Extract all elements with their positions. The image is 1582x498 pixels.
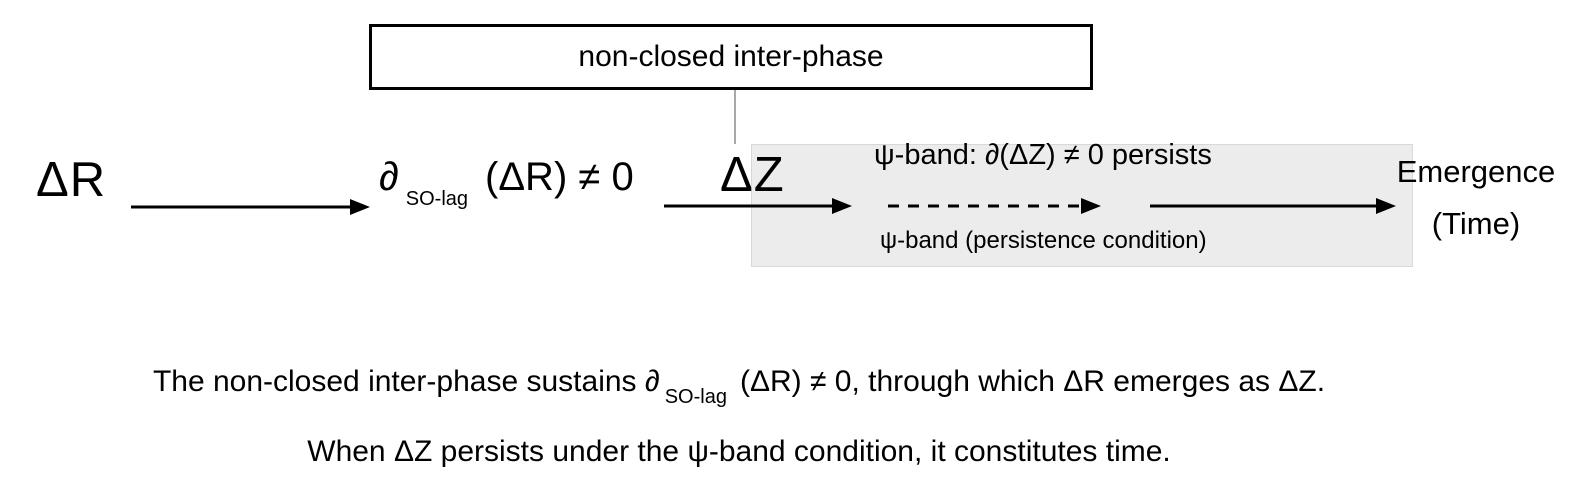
caption-1-pre: The non-closed inter-phase sustains ∂ xyxy=(152,365,660,398)
time-line: (Time) xyxy=(1431,206,1521,241)
so-lag-subscript: SO-lag xyxy=(405,188,469,210)
caption-1-subscript: SO-lag xyxy=(664,386,727,408)
delta-z-label: ΔZ xyxy=(720,148,785,202)
emergence-label: Emergence (Time) xyxy=(1372,146,1580,250)
caption-line-2: When ΔZ persists under the ψ-band condit… xyxy=(307,435,1171,468)
caption-1-post: (ΔR) ≠ 0, through which ΔR emerges as ΔZ… xyxy=(739,365,1326,398)
psi-band-top-label: ψ-band: ∂(ΔZ) ≠ 0 persists xyxy=(874,139,1212,171)
caption-line-1: The non-closed inter-phase sustains ∂SO-… xyxy=(0,364,1478,409)
delta-r-label: ΔR xyxy=(36,153,107,207)
partial-symbol: ∂ xyxy=(379,155,399,199)
non-closed-inter-phase-box: non-closed inter-phase xyxy=(369,24,1093,90)
psi-band-bottom-label: ψ-band (persistence condition) xyxy=(880,227,1207,254)
emergence-line: Emergence xyxy=(1396,154,1556,189)
non-closed-inter-phase-label: non-closed inter-phase xyxy=(578,40,884,73)
so-lag-term: ∂ SO-lag (ΔR) ≠ 0 xyxy=(379,157,634,209)
so-lag-rest: (ΔR) ≠ 0 xyxy=(485,155,634,199)
